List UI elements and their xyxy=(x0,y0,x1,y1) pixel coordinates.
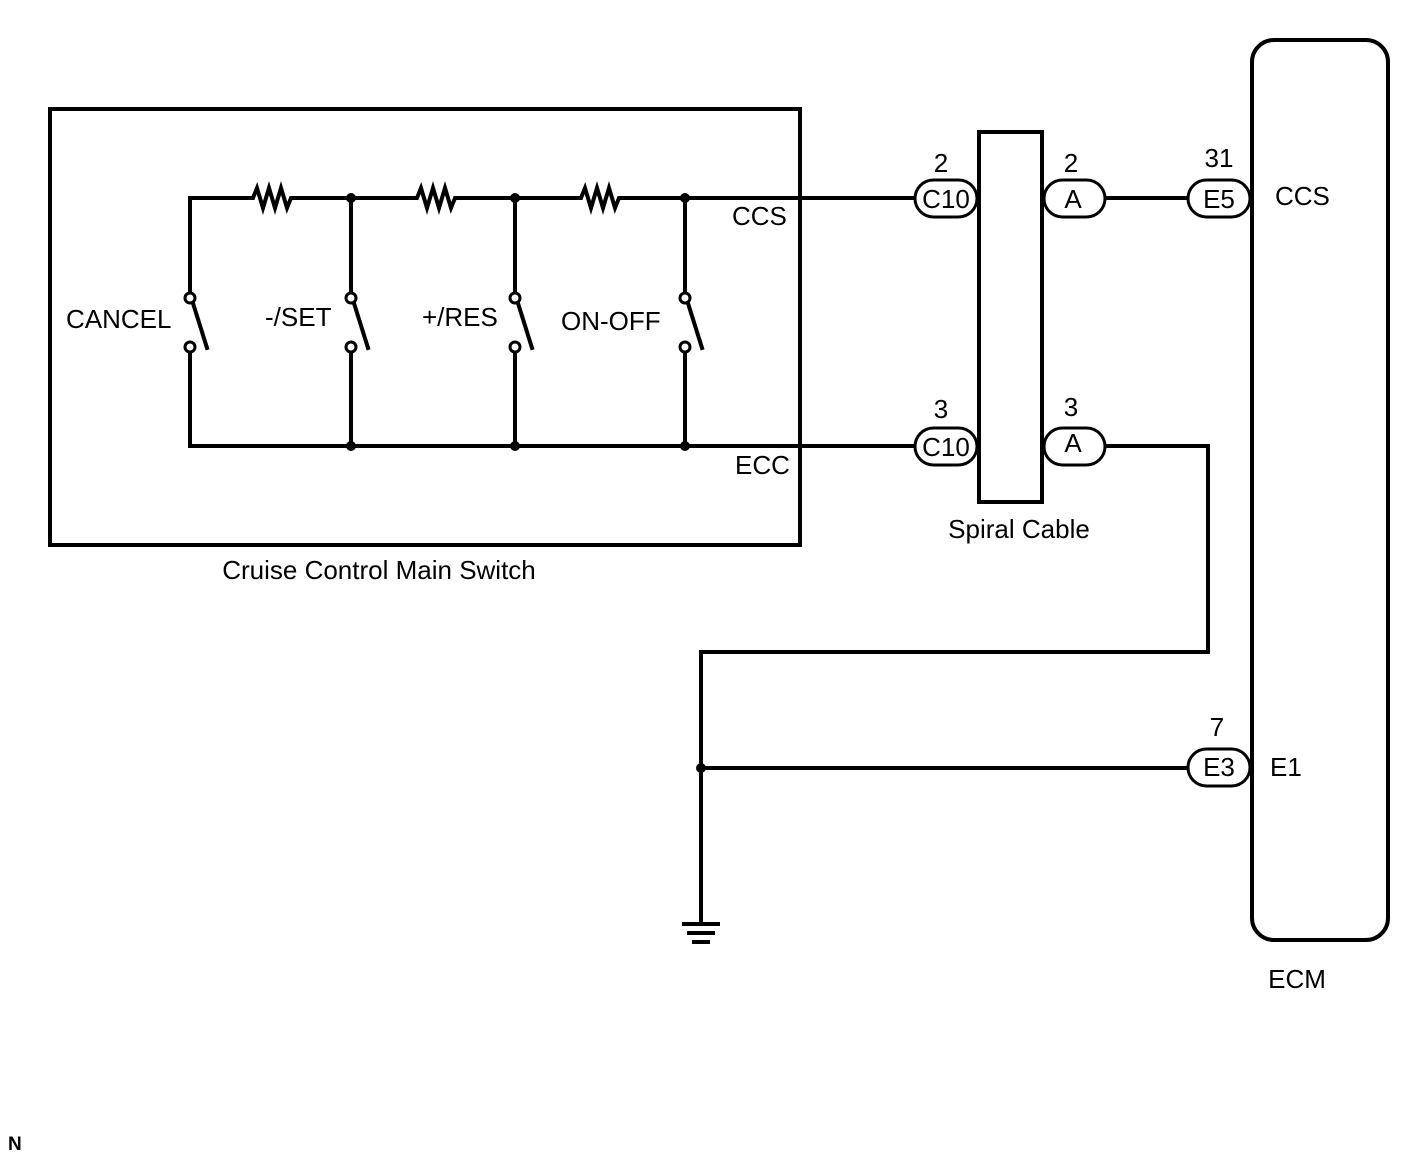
onoff-terminal-bottom xyxy=(678,340,692,354)
res-switch-blade xyxy=(514,297,535,351)
connector-c10-ccs-label: C10 xyxy=(922,184,970,214)
junction-dot xyxy=(510,193,520,203)
connector-a-ccs-label: A xyxy=(1064,184,1082,214)
connector-e5-label: E5 xyxy=(1203,184,1235,214)
switch-box-title: Cruise Control Main Switch xyxy=(222,555,536,585)
switch-box-outline xyxy=(48,107,802,547)
cancel-terminal-bottom xyxy=(183,340,197,354)
switch-ccs-label: CCS xyxy=(732,201,787,231)
ecm-ccs-label: CCS xyxy=(1275,181,1330,211)
connector-c10-ecc-label: C10 xyxy=(922,432,970,462)
spiral-cable-title: Spiral Cable xyxy=(948,514,1090,544)
cancel-label: CANCEL xyxy=(66,304,171,334)
junction-dot xyxy=(346,441,356,451)
ecm-e1-label: E1 xyxy=(1270,752,1302,782)
pin-e3: 7 xyxy=(1210,712,1224,742)
pin-c10-ccs: 2 xyxy=(934,148,948,178)
pin-c10-ecc: 3 xyxy=(934,394,948,424)
set-label: -/SET xyxy=(265,302,332,332)
junction-dot xyxy=(680,193,690,203)
connector-c10-ccs xyxy=(913,178,979,219)
ecm-title: ECM xyxy=(1268,964,1326,994)
connector-c10-ecc xyxy=(913,426,979,467)
set-switch-blade xyxy=(350,297,371,351)
pin-e5: 31 xyxy=(1205,143,1234,173)
junction-dot xyxy=(346,193,356,203)
junction-dot xyxy=(680,441,690,451)
connector-e3-label: E3 xyxy=(1203,752,1235,782)
ecc-ground-wire xyxy=(699,444,1210,924)
spiral-cable-body xyxy=(977,130,1044,504)
pin-a-ecc: 3 xyxy=(1064,392,1078,422)
res-label: +/RES xyxy=(422,302,498,332)
switch-ecc-label: ECC xyxy=(735,450,790,480)
ground-junction-dot xyxy=(696,763,706,773)
res-terminal-top xyxy=(508,291,522,305)
set-terminal-bottom xyxy=(344,340,358,354)
onoff-label: ON-OFF xyxy=(561,306,661,336)
onoff-switch-blade xyxy=(684,297,705,351)
connector-a-ecc-label: A xyxy=(1064,428,1082,458)
corner-mark: N xyxy=(8,1134,22,1155)
junction-dot xyxy=(510,441,520,451)
pin-a-ccs: 2 xyxy=(1064,148,1078,178)
onoff-terminal-top xyxy=(678,291,692,305)
res-terminal-bottom xyxy=(508,340,522,354)
ecm-body xyxy=(1250,38,1390,942)
set-terminal-top xyxy=(344,291,358,305)
connector-e5 xyxy=(1186,178,1252,219)
connector-e3 xyxy=(1186,747,1252,788)
cancel-switch-blade xyxy=(189,297,210,351)
ground-icon xyxy=(682,922,720,944)
cancel-terminal-top xyxy=(183,291,197,305)
ccs-rail xyxy=(188,181,800,215)
